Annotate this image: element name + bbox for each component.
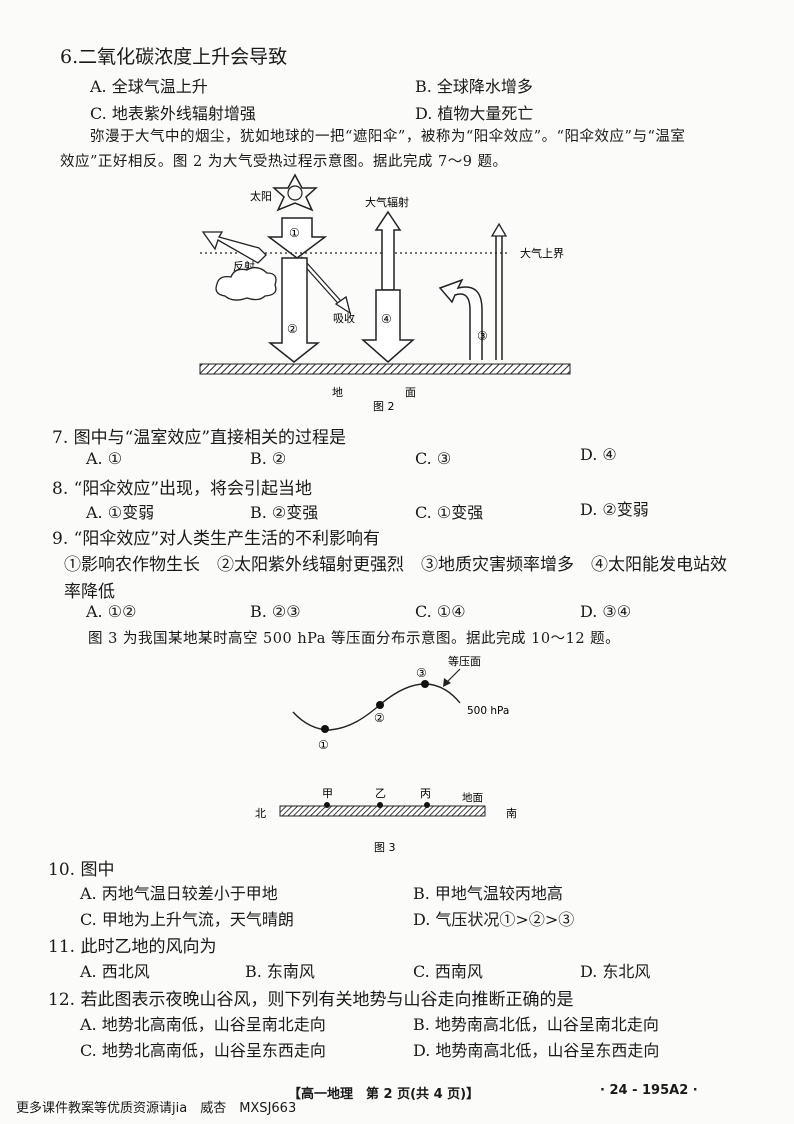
q7-option-a: A. ①: [86, 449, 123, 468]
q8-option-b: B. ②变强: [250, 503, 319, 522]
north-label: 北: [255, 807, 266, 820]
q10-option-c: C. 甲地为上升气流，天气晴朗: [80, 910, 294, 929]
reflection-arrow: [201, 231, 267, 264]
point-1-label: ①: [318, 738, 329, 752]
isobar-label: 等压面: [448, 654, 481, 668]
pressure-label: 500 hPa: [467, 705, 509, 717]
q9-items-line2: 率降低: [64, 582, 115, 602]
q6-option-b: B. 全球降水增多: [415, 77, 533, 96]
q10-stem: 10. 图中: [48, 860, 115, 880]
q11-option-b: B. 东南风: [245, 962, 315, 981]
q11-stem: 11. 此时乙地的风向为: [48, 937, 217, 957]
q9-option-d: D. ③④: [580, 602, 632, 621]
q7-option-b: B. ②: [250, 449, 287, 468]
q9-option-a: A. ①②: [86, 602, 137, 621]
point-2-label: ②: [374, 711, 385, 725]
q6-option-d: D. 植物大量死亡: [415, 104, 534, 123]
intro1-line1: 弥漫于大气中的烟尘，犹如地球的一把“遮阳伞”，被称为“阳伞效应”。“阳伞效应”与…: [90, 129, 686, 145]
q12-option-d: D. 地势南高北低，山谷呈东西走向: [413, 1041, 660, 1060]
sun-icon: [272, 173, 318, 212]
atmosphere-top-label: 大气上界: [520, 246, 564, 260]
q9-option-b: B. ②③: [250, 602, 301, 621]
footer-left-text: 更多课件教案等优质资源请jia 威杏 MXSJ663: [16, 1101, 297, 1116]
point-3-dot: [421, 680, 429, 688]
atmospheric-radiation-arrow: [361, 210, 415, 363]
q11-option-d: D. 东北风: [580, 962, 651, 981]
q6-option-a: A. 全球气温上升: [90, 77, 208, 96]
q10-option-d: D. 气压状况①>②>③: [413, 910, 575, 929]
q10-option-a: A. 丙地气温日较差小于甲地: [80, 884, 278, 903]
process-4-label: ④: [381, 312, 392, 326]
figure-2-diagram: 太阳 ① 大气上界 反射 吸收 ② 大气辐射 ④ ③ 地 面 图 2: [199, 173, 571, 413]
q8-stem: 8. “阳伞效应”出现，将会引起当地: [52, 479, 313, 499]
sun-label: 太阳: [250, 190, 272, 203]
point-3-label: ③: [416, 666, 427, 680]
jia-dot: [324, 802, 330, 808]
figure-3-diagram: ① ② ③ 等压面 500 hPa 甲 乙 丙 地面 北 南 图 3: [255, 654, 517, 854]
q8-option-d: D. ②变弱: [580, 500, 649, 519]
surface-radiation-arrow: [267, 257, 321, 363]
q12-option-c: C. 地势北高南低，山谷呈东西走向: [80, 1041, 326, 1060]
south-label: 南: [506, 807, 517, 820]
ground-surface: [199, 363, 571, 375]
ground-radiation-arrow: [438, 222, 508, 360]
intro2-text: 图 3 为我国某地某时高空 500 hPa 等压面分布示意图。据此完成 10～1…: [88, 631, 621, 647]
q12-option-b: B. 地势南高北低，山谷呈南北走向: [413, 1015, 659, 1034]
q11-option-a: A. 西北风: [80, 962, 150, 981]
absorption-label: 吸收: [333, 311, 355, 325]
q11-option-c: C. 西南风: [413, 962, 483, 981]
q7-option-d: D. ④: [580, 445, 617, 464]
figure-3-caption: 图 3: [374, 841, 396, 854]
q7-option-c: C. ③: [415, 449, 452, 468]
q6-stem: 6.二氧化碳浓度上升会导致: [60, 46, 288, 68]
q9-option-c: C. ①④: [415, 602, 466, 621]
footer-page-info: 【高一地理 第 2 页(共 4 页)】: [288, 1087, 480, 1102]
bing-label: 丙: [420, 787, 431, 800]
isobar-pointer-arrow: [445, 668, 461, 684]
process-3-label: ③: [477, 329, 488, 343]
process-1-label: ①: [289, 226, 300, 240]
q9-items-line1: ①影响农作物生长 ②太阳紫外线辐射更强烈 ③地质灾害频率增多 ④太阳能发电站效: [64, 555, 727, 575]
cloud-icon: [215, 266, 277, 301]
jia-label: 甲: [322, 787, 333, 800]
ground-bar: [279, 805, 486, 817]
q8-option-a: A. ①变弱: [86, 503, 155, 522]
ground-label: 地面: [462, 791, 483, 804]
point-2-dot: [376, 701, 384, 709]
q12-stem: 12. 若此图表示夜晚山谷风，则下列有关地势与山谷走向推断正确的是: [48, 990, 574, 1010]
q7-stem: 7. 图中与“温室效应”直接相关的过程是: [52, 428, 347, 448]
yi-label: 乙: [375, 787, 386, 800]
bing-dot: [424, 802, 430, 808]
process-2-label: ②: [287, 322, 298, 336]
intro1-line2: 效应”正好相反。图 2 为大气受热过程示意图。据此完成 7～9 题。: [60, 154, 508, 170]
atmospheric-radiation-label: 大气辐射: [365, 195, 409, 209]
incoming-radiation-arrow: [266, 217, 328, 259]
footer-code: · 24 - 195A2 ·: [600, 1083, 698, 1098]
yi-dot: [377, 802, 383, 808]
ground-label-left: 地: [332, 386, 343, 399]
figure-2-caption: 图 2: [373, 400, 395, 413]
q9-stem: 9. “阳伞效应”对人类生产生活的不利影响有: [52, 529, 381, 549]
point-1-dot: [321, 725, 329, 733]
q6-option-c: C. 地表紫外线辐射增强: [90, 104, 256, 123]
q10-option-b: B. 甲地气温较丙地高: [413, 884, 563, 903]
q8-option-c: C. ①变强: [415, 503, 484, 522]
ground-label-right: 面: [405, 386, 416, 399]
q12-option-a: A. 地势北高南低，山谷呈南北走向: [80, 1015, 326, 1034]
